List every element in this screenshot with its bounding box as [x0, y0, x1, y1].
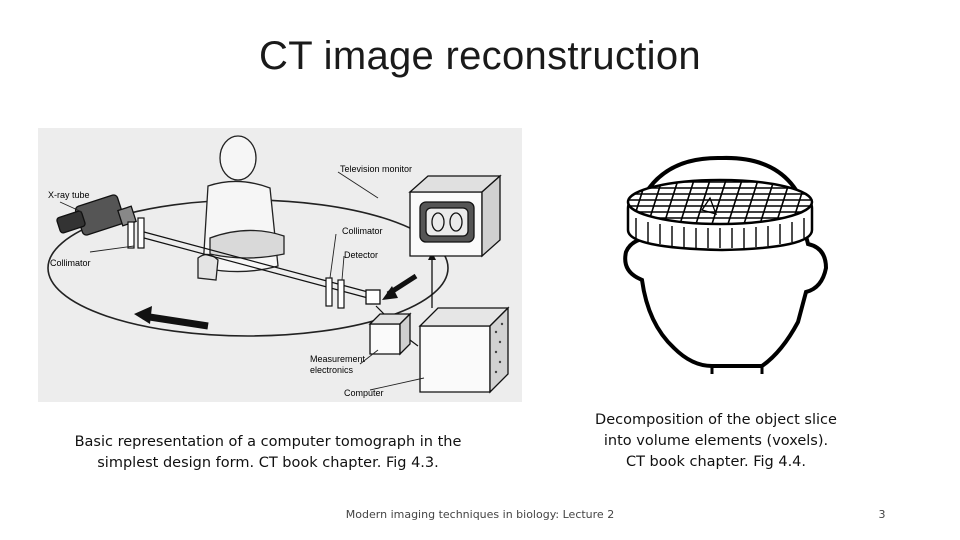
- caption-left: Basic representation of a computer tomog…: [58, 432, 478, 474]
- caption-left-line2: simplest design form. CT book chapter. F…: [97, 455, 439, 471]
- slide-number: 3: [878, 508, 886, 521]
- label-collimator-left: Collimator: [50, 258, 91, 268]
- collimator-plate-left: [127, 221, 135, 249]
- label-measurement: Measurement: [310, 354, 366, 364]
- slide-footer: Modern imaging techniques in biology: Le…: [345, 508, 615, 521]
- collimator-plate-left-2: [137, 217, 145, 249]
- caption-right: Decomposition of the object slice into v…: [566, 410, 866, 473]
- rotation-arrow-head: [134, 306, 152, 324]
- patient-figure: [197, 135, 285, 281]
- caption-left-line1: Basic representation of a computer tomog…: [74, 434, 462, 450]
- voxel-slab: [626, 178, 814, 252]
- computer-dots: [494, 322, 504, 374]
- computer-box: [418, 306, 510, 394]
- detector-box: [365, 289, 381, 305]
- label-computer: Computer: [344, 388, 384, 398]
- measurement-electronics-box: [368, 312, 412, 356]
- ct-scanner-diagram: X-ray tube Television monitor Collimator…: [38, 128, 522, 402]
- caption-right-line1: Decomposition of the object slice: [595, 412, 837, 428]
- label-detector: Detector: [344, 250, 378, 260]
- head-outline: [623, 227, 829, 368]
- label-xray-tube: X-ray tube: [48, 190, 90, 200]
- label-television-monitor: Television monitor: [340, 164, 412, 174]
- caption-right-line3: CT book chapter. Fig 4.4.: [625, 454, 807, 470]
- television-monitor: [408, 174, 502, 258]
- slide-title: CT image reconstruction: [259, 34, 701, 78]
- label-collimator-top: Collimator: [342, 226, 383, 236]
- detector-plate: [337, 279, 345, 309]
- voxel-head-diagram: [623, 155, 829, 374]
- label-leaders: [59, 171, 425, 391]
- xray-tube: [56, 194, 137, 236]
- caption-right-line2: into volume elements (voxels).: [603, 433, 829, 449]
- rotation-arrow: [142, 312, 209, 330]
- collimator-plate-right: [325, 277, 333, 307]
- label-electronics: electronics: [310, 365, 354, 375]
